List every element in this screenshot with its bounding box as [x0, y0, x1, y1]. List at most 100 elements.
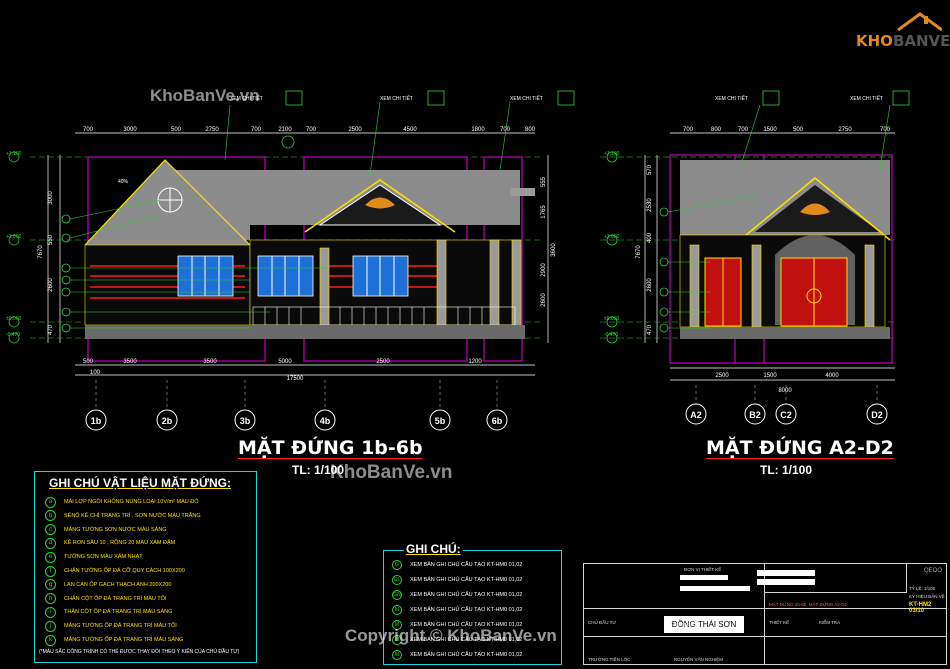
general-note-symbol: M	[392, 634, 402, 645]
extension-dim: 100	[90, 370, 101, 376]
grid-label: D2	[871, 410, 883, 420]
general-note-symbol: GN	[392, 589, 402, 600]
dimension-label: 3500	[203, 359, 217, 365]
person-name: NGUYỄN VĂN NGHIỆM	[674, 657, 724, 662]
dimension-label: 2600	[541, 293, 547, 307]
door	[704, 257, 848, 327]
see-detail-callout: XEM CHI TIẾT	[230, 95, 263, 102]
dimension-label: 700	[83, 127, 94, 133]
level-label: -0.470	[604, 332, 618, 338]
material-symbol: c	[45, 524, 56, 536]
see-detail-callout: XEM CHI TIẾT	[380, 95, 413, 102]
material-symbol: k	[45, 634, 56, 646]
dimension-label: 2750	[205, 127, 219, 133]
material-notes-panel: GHI CHÚ VẬT LIỆU MẶT ĐỨNG: a MÁI LỢP NGÓI…	[34, 471, 257, 663]
general-note-text: XEM BẢN GHI CHÚ CẤU TẠO KT-HM0 01,02	[410, 576, 523, 583]
material-note-item: a MÁI LỢP NGÓI KHÔNG NUNG LOẠI 10V/m² MÀU…	[45, 496, 199, 508]
general-note-symbol: GL	[392, 574, 402, 585]
dimension-label: 4000	[825, 373, 839, 379]
level-label: +7.100	[6, 151, 22, 157]
dimension-label: 5000	[278, 359, 292, 365]
owner-name: ĐỒNG THÁI SƠN	[664, 616, 744, 633]
grid-label: 4b	[320, 416, 331, 426]
general-notes-title: GHI CHÚ:	[404, 542, 463, 556]
material-notes-footnote: (*MÀU SẮC CÔNG TRÌNH CÓ THỂ ĐƯỢC THAY ĐỔ…	[39, 649, 240, 655]
dimension-label: 700	[683, 127, 694, 133]
level-label: +3.600	[604, 234, 620, 240]
elevation-right-scale: TL: 1/100	[760, 463, 813, 477]
grid-label: C2	[780, 410, 792, 420]
total-dim: 17500	[287, 376, 304, 382]
material-text: MẢNG TƯỜNG ỐP ĐÁ TRANG TRÍ MÀU SÁNG	[64, 637, 184, 643]
dimension-label: 470	[647, 324, 653, 335]
dimension-label: 1200	[468, 359, 482, 365]
material-text: THÂN CỘT ỐP ĐÁ TRANG TRÍ MÀU SÁNG	[64, 609, 173, 616]
general-note-symbol: M	[392, 619, 402, 630]
dimension-label: 1500	[763, 127, 777, 133]
dimension-label: 7670	[38, 245, 44, 259]
dimension-label: 4500	[403, 127, 417, 133]
material-symbol: a	[45, 496, 56, 508]
general-note-text: XEM BẢN GHI CHÚ CẤU TẠO KT-HM0 01,02	[410, 621, 523, 628]
grid-label: 6b	[492, 416, 503, 426]
logo-kho: KHO	[856, 32, 893, 50]
dimension-label: 550	[48, 234, 54, 245]
dimension-label: 800	[525, 127, 536, 133]
watermark-copyright: Copyright © KhoBanVe.vn	[345, 626, 557, 645]
stamp-text: QEOO	[924, 568, 943, 574]
dimension-label: 1500	[763, 373, 777, 379]
general-note-item: GL XEM BẢN GHI CHÚ CẤU TẠO KT-HM0 01,02	[392, 574, 522, 585]
dimension-label: 7670	[636, 245, 642, 259]
material-symbol: f	[45, 565, 56, 577]
dimension-label: 2600	[647, 278, 653, 292]
material-note-item: d KẺ RON SÂU 10 , RỘNG 20 MÀU XÁM ĐẬM	[45, 537, 175, 549]
material-symbol: e	[45, 551, 56, 563]
elevation-left-scale: TL: 1/100	[292, 463, 345, 477]
general-note-text: XEM BẢN GHI CHÚ CẤU TẠO KT-HM0 01,02	[410, 591, 523, 598]
general-note-item: GN XEM BẢN GHI CHÚ CẤU TẠO KT-HM0 01,02	[392, 589, 522, 600]
elevation-right-title: MẶT ĐỨNG A2-D2	[706, 437, 894, 459]
grid-label: 5b	[435, 416, 446, 426]
material-text: KẺ RON SÂU 10 , RỘNG 20 MÀU XÁM ĐẬM	[64, 540, 176, 547]
material-text: MÁI LỢP NGÓI KHÔNG NUNG LOẠI 10V/m² MÀU …	[64, 499, 199, 505]
dimension-label: 2500	[376, 359, 390, 365]
general-note-text: XEM BẢN GHI CHÚ CẤU TẠO KT-HM0 01,02	[410, 651, 523, 658]
dimension-label: 3000	[123, 127, 137, 133]
dimension-label: 2500	[715, 373, 729, 379]
material-symbol: i	[45, 606, 56, 618]
elevation-left-title: MẶT ĐỨNG 1b-6b	[238, 437, 423, 459]
material-note-item: i THÂN CỘT ỐP ĐÁ TRANG TRÍ MÀU SÁNG	[45, 606, 172, 618]
level-label: ±0.000	[6, 316, 21, 322]
dimension-label: 2530	[647, 198, 653, 212]
general-note-text: XEM BẢN GHI CHÚ CẤU TẠO KT-HM0 01,02	[410, 606, 523, 613]
project-lead-label: TRƯỞNG TIẾN LỘC	[588, 657, 631, 662]
material-symbol: d	[45, 537, 56, 549]
dimension-label: 500	[793, 127, 804, 133]
drawing-name: MẶT ĐỨNG 1b-6b; MẶT ĐỨNG A2-D2	[769, 602, 848, 607]
grid-label: 3b	[240, 416, 251, 426]
window	[177, 255, 409, 297]
scale-short: TỶ LỆ: 1/100	[909, 586, 936, 591]
material-symbol: h	[45, 593, 56, 605]
dimension-label: 400	[647, 232, 653, 243]
general-note-text: XEM BẢN GHI CHÚ CẤU TẠO KT-HM0 01,02	[410, 636, 523, 643]
general-note-item: M XEM BẢN GHI CHÚ CẤU TẠO KT-HM0 01,02	[392, 619, 522, 630]
watermark-top: KhoBanVe.vn	[150, 86, 260, 105]
material-symbol: b	[45, 510, 56, 522]
material-notes-title: GHI CHÚ VẬT LIỆU MẶT ĐỨNG:	[49, 476, 231, 490]
logo-banve: BANVE	[892, 32, 950, 50]
level-label: +7.100	[604, 151, 620, 157]
dimension-label: 700	[500, 127, 511, 133]
dimension-label: 500	[83, 359, 94, 365]
dimension-label: 500	[171, 127, 182, 133]
general-note-text: XEM BẢN GHI CHÚ CẤU TẠO KT-HM0 01,02	[410, 561, 523, 568]
grid-label: B2	[749, 410, 761, 420]
material-text: TƯỜNG SƠN MÀU XÁM NHẠT	[64, 554, 143, 561]
elevation-a2-d2	[600, 90, 910, 425]
level-label: +3.600	[6, 234, 22, 240]
